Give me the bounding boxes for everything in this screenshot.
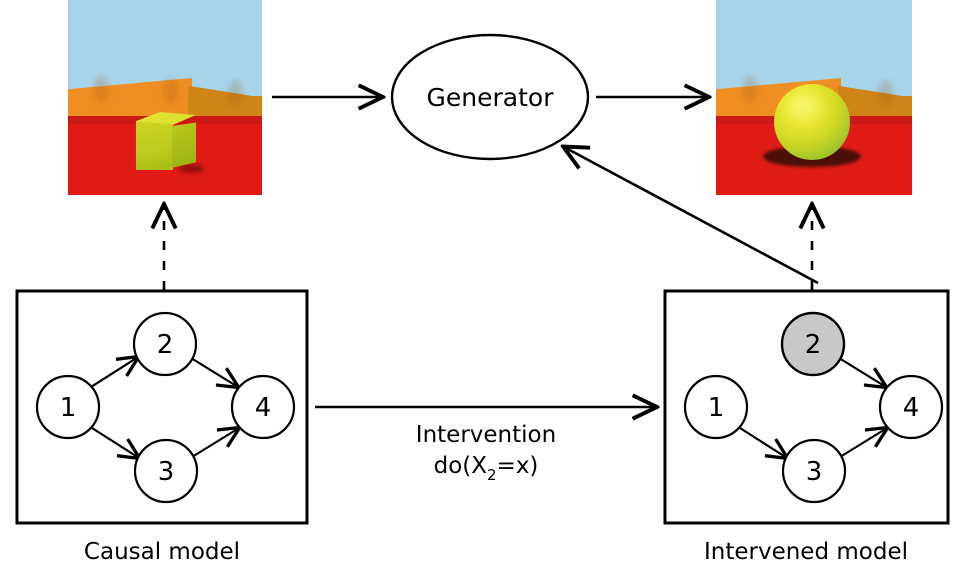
edge-1-to-3 bbox=[91, 427, 139, 458]
causal-model-caption: Causal model bbox=[84, 539, 240, 565]
causal-model-box bbox=[15, 289, 309, 525]
sphere-highlight bbox=[787, 93, 820, 119]
cube-front-face bbox=[136, 121, 174, 170]
source-image-cube-scene bbox=[68, 0, 262, 195]
edge-1-to-3 bbox=[739, 427, 787, 458]
wall-smudge bbox=[164, 78, 178, 104]
node-4[interactable] bbox=[878, 374, 944, 440]
node-2-label: 2 bbox=[157, 330, 174, 360]
node-2-intervened[interactable] bbox=[780, 311, 846, 377]
node-3-label: 3 bbox=[158, 457, 175, 487]
edge-3-to-4 bbox=[839, 428, 887, 458]
node-3[interactable] bbox=[133, 438, 199, 504]
do-prefix: do(X bbox=[434, 453, 488, 479]
node-3-label: 3 bbox=[806, 457, 823, 487]
generator-ellipse bbox=[390, 33, 590, 161]
do-subscript: 2 bbox=[487, 466, 497, 484]
cube-right-face bbox=[172, 122, 196, 168]
wall-smudge bbox=[228, 80, 243, 106]
sphere-object bbox=[763, 84, 861, 167]
node-4-label: 4 bbox=[903, 393, 920, 423]
arrow-intervened-model-to-generator bbox=[564, 147, 819, 285]
wall-smudge bbox=[93, 76, 109, 102]
node-1[interactable] bbox=[35, 374, 101, 440]
node-3[interactable] bbox=[781, 438, 847, 504]
generated-image-sphere-scene bbox=[716, 0, 912, 195]
node-2-label: 2 bbox=[805, 330, 822, 360]
cube-shadow bbox=[179, 164, 205, 174]
do-suffix: =x) bbox=[497, 453, 539, 479]
node-1-label: 1 bbox=[708, 393, 725, 423]
generator-label: Generator bbox=[427, 83, 555, 112]
edge-2-to-4 bbox=[190, 357, 238, 387]
intervened-model-caption: Intervened model bbox=[704, 539, 908, 565]
node-1[interactable] bbox=[683, 374, 749, 440]
intervention-label-do-expression: do(X2=x) bbox=[434, 453, 539, 484]
edge-3-to-4 bbox=[191, 428, 239, 458]
node-4-label: 4 bbox=[255, 393, 272, 423]
edge-1-to-2 bbox=[90, 357, 138, 388]
intervened-model-box bbox=[663, 289, 950, 525]
sphere-body bbox=[774, 84, 850, 160]
wall-smudge bbox=[742, 76, 758, 102]
intervention-label-line1: Intervention bbox=[416, 422, 556, 448]
cube-object bbox=[136, 112, 205, 174]
node-2[interactable] bbox=[132, 311, 198, 377]
node-4[interactable] bbox=[230, 374, 296, 440]
edge-2-to-4 bbox=[838, 357, 886, 387]
node-1-label: 1 bbox=[60, 393, 77, 423]
wall-smudge bbox=[878, 80, 893, 106]
